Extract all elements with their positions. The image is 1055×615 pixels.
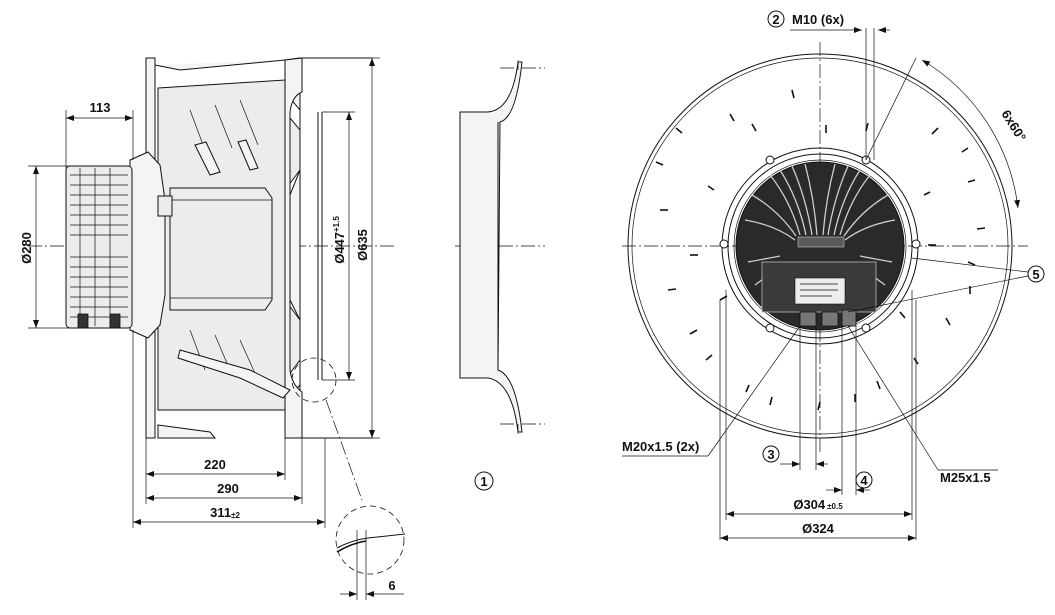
callout-5-circle (1027, 265, 1045, 283)
dim-280: Ø280 (19, 232, 34, 264)
dim-6: 6 (388, 578, 395, 593)
front-view: 2 M10 (6x) 6x60° 5 M20x1.5 (2x) M25x1.5 … (622, 10, 1045, 541)
label-m20: M20x1.5 (2x) (622, 439, 699, 454)
dim-290: 290 (217, 481, 239, 496)
electronics-housing (65, 165, 133, 329)
impeller-outline (627, 53, 1013, 439)
label-m10: M10 (6x) (792, 12, 844, 27)
dim-324: Ø324 (802, 521, 835, 536)
cable-gland (109, 313, 121, 329)
callout-3-circle (762, 445, 780, 463)
dim-311: 311±2 (210, 505, 240, 520)
callout-4-circle (855, 471, 873, 489)
gland-m20 (799, 311, 817, 327)
callout-4: 4 (860, 473, 868, 488)
callout-2-circle (767, 10, 785, 28)
gland-m25 (841, 309, 857, 327)
callout-5: 5 (1032, 267, 1039, 282)
dim-635: Ø635 (355, 229, 370, 261)
inlet-ring (284, 57, 303, 439)
gland-m20 (821, 311, 839, 327)
callout-3: 3 (767, 447, 774, 462)
label-m25: M25x1.5 (940, 470, 991, 485)
cable-gland (77, 313, 89, 329)
cooling-fins (70, 168, 128, 326)
detail-view-circle (335, 505, 405, 575)
dim-304: Ø304±0.5 (793, 497, 843, 512)
nameplate (794, 277, 846, 305)
dim-447: Ø447+1.5 (332, 216, 347, 264)
callout-1-circle (474, 471, 494, 491)
callout-2: 2 (772, 12, 779, 27)
angle-label: 6x60° (998, 107, 1029, 144)
dim-113: 113 (90, 100, 111, 115)
rotor-hub (169, 187, 273, 311)
callout-1: 1 (480, 474, 487, 489)
detail-marker-circle (291, 357, 337, 403)
side-view: 113 Ø280 Ø447+1.5 Ø635 6 220 (19, 57, 406, 600)
inlet-ring-view: 1 (455, 60, 545, 491)
motor-flange (129, 151, 166, 339)
dim-220: 220 (204, 457, 226, 472)
